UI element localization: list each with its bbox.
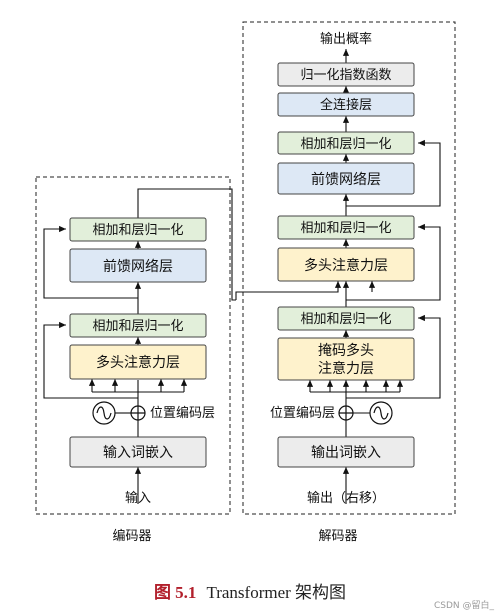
decoder-embedding-box <box>277 436 415 468</box>
decoder-addnorm-2-box <box>277 215 415 240</box>
figure-caption: 图 5.1 Transformer 架构图 <box>0 578 500 603</box>
decoder-linear-label: 全连接层 <box>320 97 372 113</box>
decoder-softmax-label: 归一化指数函数 <box>300 68 391 83</box>
encoder-embedding-box <box>69 436 207 468</box>
decoder-addnorm-3-box <box>277 131 415 155</box>
decoder-masked-attention-line1: 掩码多头 <box>318 342 374 359</box>
decoder-caption: 解码器 <box>318 529 357 544</box>
figure-number: 图 5.1 <box>153 583 197 602</box>
decoder-softmax-box <box>277 62 415 87</box>
decoder-output-label: 输出概率 <box>320 31 372 47</box>
decoder-embedding-label: 输出词嵌入 <box>311 445 381 461</box>
encoder-addnorm-1-label: 相加和层归一化 <box>92 319 183 334</box>
encoder-attention-box <box>69 344 207 380</box>
encoder-addnorm-2-label: 相加和层归一化 <box>92 223 183 238</box>
decoder-container <box>242 21 456 515</box>
decoder-ffn-box <box>277 162 415 195</box>
encoder-ffn-label: 前馈网络层 <box>103 258 173 275</box>
watermark: CSDN @留白_ <box>433 601 494 611</box>
dec-residual-3 <box>346 139 441 207</box>
encoder-embedding-label: 输入词嵌入 <box>103 445 173 461</box>
decoder-input-label: 输出（右移） <box>307 490 385 506</box>
enc-to-decoder <box>137 188 236 301</box>
dec-residual-1 <box>346 314 441 399</box>
decoder-pos-label: 位置编码层 <box>270 406 335 421</box>
encoder-input-label: 输入 <box>125 490 151 506</box>
figure-title: Transformer 架构图 <box>206 583 347 602</box>
decoder-linear-box <box>277 92 415 117</box>
dec-residual-2 <box>346 223 441 301</box>
encoder-positional-sine-icon <box>92 401 116 425</box>
encoder-addnorm-2-box <box>69 217 207 242</box>
decoder-cross-attention-box <box>277 247 415 282</box>
encoder-addnorm-1-box <box>69 313 207 338</box>
encoder-caption: 编码器 <box>112 529 151 544</box>
encoder-attention-label: 多头注意力层 <box>96 354 180 371</box>
decoder-addnorm-1-label: 相加和层归一化 <box>300 312 391 327</box>
decoder-addnorm-2-label: 相加和层归一化 <box>300 221 391 236</box>
enc-residual-1 <box>43 321 138 399</box>
enc-fan-att <box>91 380 185 393</box>
decoder-addnorm-1-box <box>277 306 415 331</box>
decoder-addnorm-3-label: 相加和层归一化 <box>300 137 391 152</box>
encoder-ffn-box <box>69 248 207 283</box>
enc-residual-2 <box>43 225 138 299</box>
decoder-masked-attention-line2: 注意力层 <box>318 360 374 377</box>
decoder-masked-attention-box <box>277 337 415 381</box>
decoder-positional-sine-icon <box>369 401 393 425</box>
decoder-ffn-label: 前馈网络层 <box>311 171 381 188</box>
decoder-cross-attention-label: 多头注意力层 <box>304 257 388 274</box>
encoder-pos-label: 位置编码层 <box>150 406 215 421</box>
